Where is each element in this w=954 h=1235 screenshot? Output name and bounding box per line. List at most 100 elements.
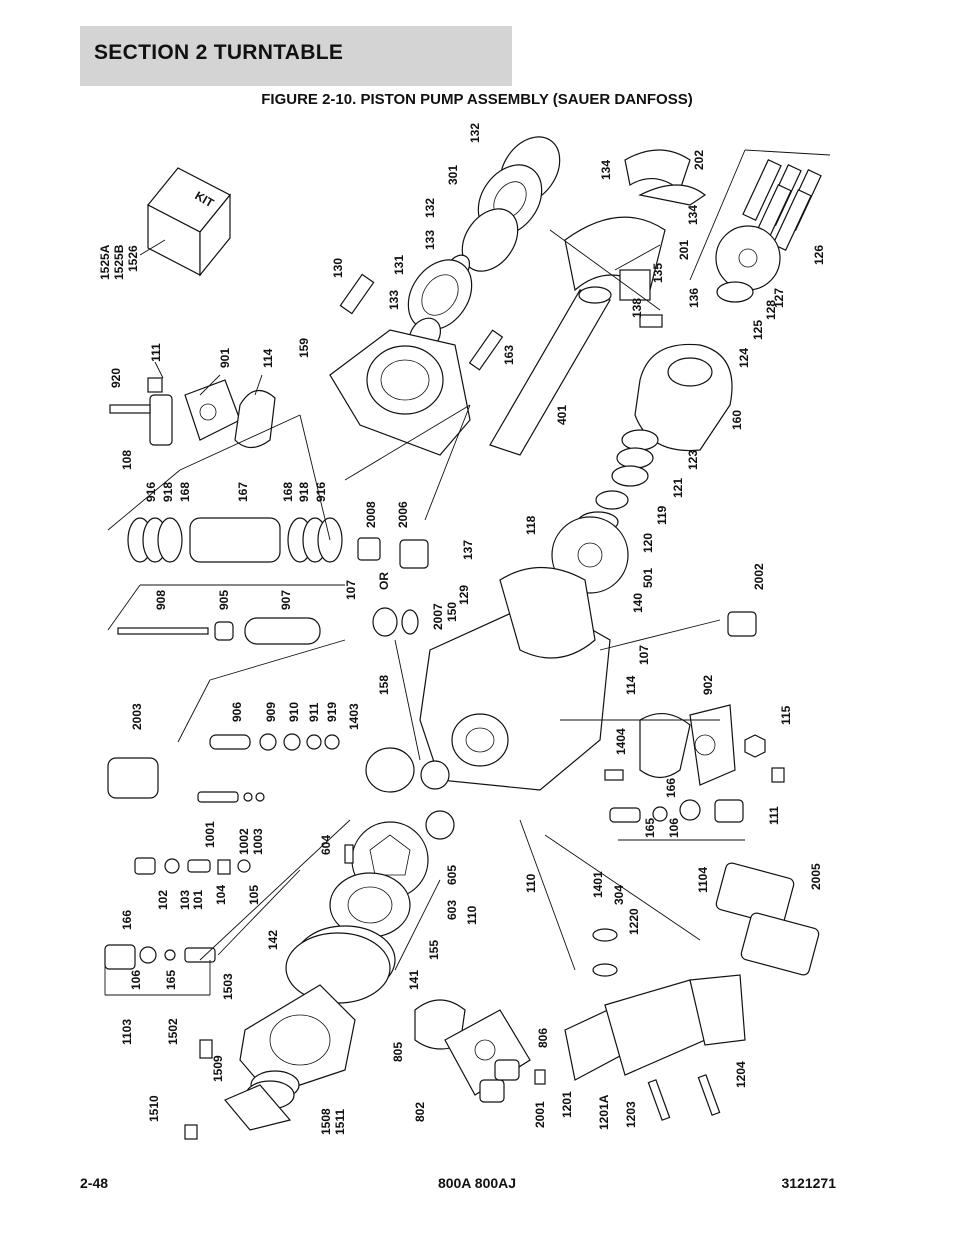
- callout-108: 108: [120, 450, 134, 470]
- callout-911: 911: [307, 702, 321, 722]
- callout-111: 111: [767, 806, 781, 825]
- callout-2001: 2001: [533, 1101, 547, 1128]
- housing-159: [329, 329, 504, 456]
- callout-1401: 1401: [591, 871, 605, 898]
- callout-304: 304: [612, 885, 626, 905]
- callout-101: 101: [191, 890, 205, 910]
- callout-1526: 1526: [126, 245, 140, 272]
- callout-OR: OR: [377, 572, 391, 590]
- callout-2003: 2003: [130, 703, 144, 730]
- callout-919: 919: [325, 702, 339, 722]
- callout-1103: 1103: [120, 1019, 134, 1045]
- callout-110: 110: [465, 905, 479, 925]
- callout-137: 137: [461, 540, 475, 560]
- callout-802: 802: [413, 1102, 427, 1122]
- callout-603: 603: [445, 900, 459, 920]
- piston-906-group: [209, 733, 340, 751]
- cover-901-group: [109, 377, 276, 449]
- callout-158: 158: [377, 675, 391, 695]
- callout-127: 127: [772, 288, 786, 308]
- callout-166: 166: [120, 910, 134, 930]
- callout-115: 115: [779, 705, 793, 725]
- pistons-126: [715, 159, 822, 303]
- cover-902-group: [604, 704, 785, 786]
- callout-114: 114: [624, 675, 638, 695]
- callout-128: 128: [764, 300, 778, 320]
- callout-125: 125: [751, 320, 765, 340]
- callout-126: 126: [812, 245, 826, 265]
- leader-lines: [104, 149, 831, 996]
- callout-167: 167: [236, 482, 250, 502]
- callout-159: 159: [297, 338, 311, 358]
- callout-142: 142: [266, 930, 280, 950]
- callout-1508: 1508: [319, 1108, 333, 1135]
- callout-150: 150: [445, 602, 459, 622]
- callout-806: 806: [536, 1028, 550, 1048]
- callout-119: 119: [655, 505, 669, 525]
- callout-107: 107: [637, 645, 651, 665]
- figure-title: FIGURE 2-10. PISTON PUMP ASSEMBLY (SAUER…: [261, 91, 693, 108]
- callout-102: 102: [156, 890, 170, 910]
- callout-168: 168: [281, 482, 295, 502]
- callout-1502: 1502: [166, 1018, 180, 1045]
- callout-1220: 1220: [627, 908, 641, 935]
- control-1201: [564, 928, 746, 1121]
- callout-105: 105: [247, 885, 261, 905]
- callout-1510: 1510: [147, 1095, 161, 1122]
- callout-106: 106: [667, 818, 681, 838]
- callout-401: 401: [555, 405, 569, 425]
- callout-908: 908: [154, 590, 168, 610]
- callout-103: 103: [178, 890, 192, 910]
- callout-120: 120: [641, 533, 655, 553]
- callout-916: 916: [144, 482, 158, 502]
- callout-132: 132: [423, 198, 437, 218]
- relief-valve-parts: [104, 791, 265, 970]
- callout-134: 134: [599, 160, 613, 180]
- model-number: 800A 800AJ: [437, 1175, 517, 1191]
- shaft-401: [489, 286, 612, 456]
- callout-134: 134: [686, 205, 700, 225]
- callout-136: 136: [687, 288, 701, 308]
- section-title: SECTION 2 TURNTABLE: [94, 41, 344, 64]
- callout-902: 902: [701, 675, 715, 695]
- callout-1503: 1503: [221, 973, 235, 1000]
- callout-133: 133: [387, 290, 401, 310]
- section-header: SECTION 2 TURNTABLE: [80, 26, 512, 86]
- callout-132: 132: [468, 123, 482, 143]
- callout-201: 201: [677, 240, 691, 260]
- callout-916: 916: [314, 482, 328, 502]
- callout-604: 604: [319, 835, 333, 855]
- callout-138: 138: [630, 298, 644, 318]
- callout-1511: 1511: [333, 1109, 347, 1135]
- callout-133: 133: [423, 230, 437, 250]
- kit-box-drawing: KIT: [147, 167, 231, 277]
- callout-135: 135: [651, 263, 665, 283]
- callout-1204: 1204: [734, 1061, 748, 1088]
- fitting-group: [107, 537, 757, 799]
- callout-1525B: 1525B: [112, 244, 126, 280]
- callout-121: 121: [671, 478, 685, 498]
- callout-141: 141: [407, 970, 421, 990]
- callout-1509: 1509: [211, 1055, 225, 1082]
- callout-909: 909: [264, 702, 278, 722]
- callout-2005: 2005: [809, 863, 823, 890]
- flange-1503: [184, 984, 356, 1140]
- callout-1002: 1002: [237, 828, 251, 855]
- callout-910: 910: [287, 702, 301, 722]
- callout-202: 202: [692, 150, 706, 170]
- callout-140: 140: [631, 593, 645, 613]
- callout-118: 118: [524, 515, 538, 535]
- callout-166: 166: [664, 778, 678, 798]
- callout-155: 155: [427, 940, 441, 960]
- callout-906: 906: [230, 702, 244, 722]
- callout-2008: 2008: [364, 501, 378, 528]
- callout-1001: 1001: [203, 821, 217, 848]
- spool-group-167: [127, 517, 343, 563]
- callout-114: 114: [261, 348, 275, 368]
- callout-1201A: 1201A: [597, 1094, 611, 1130]
- check-valve-1104: [609, 799, 744, 823]
- callout-104: 104: [214, 885, 228, 905]
- callout-165: 165: [643, 818, 657, 838]
- callout-907: 907: [279, 590, 293, 610]
- callout-160: 160: [730, 410, 744, 430]
